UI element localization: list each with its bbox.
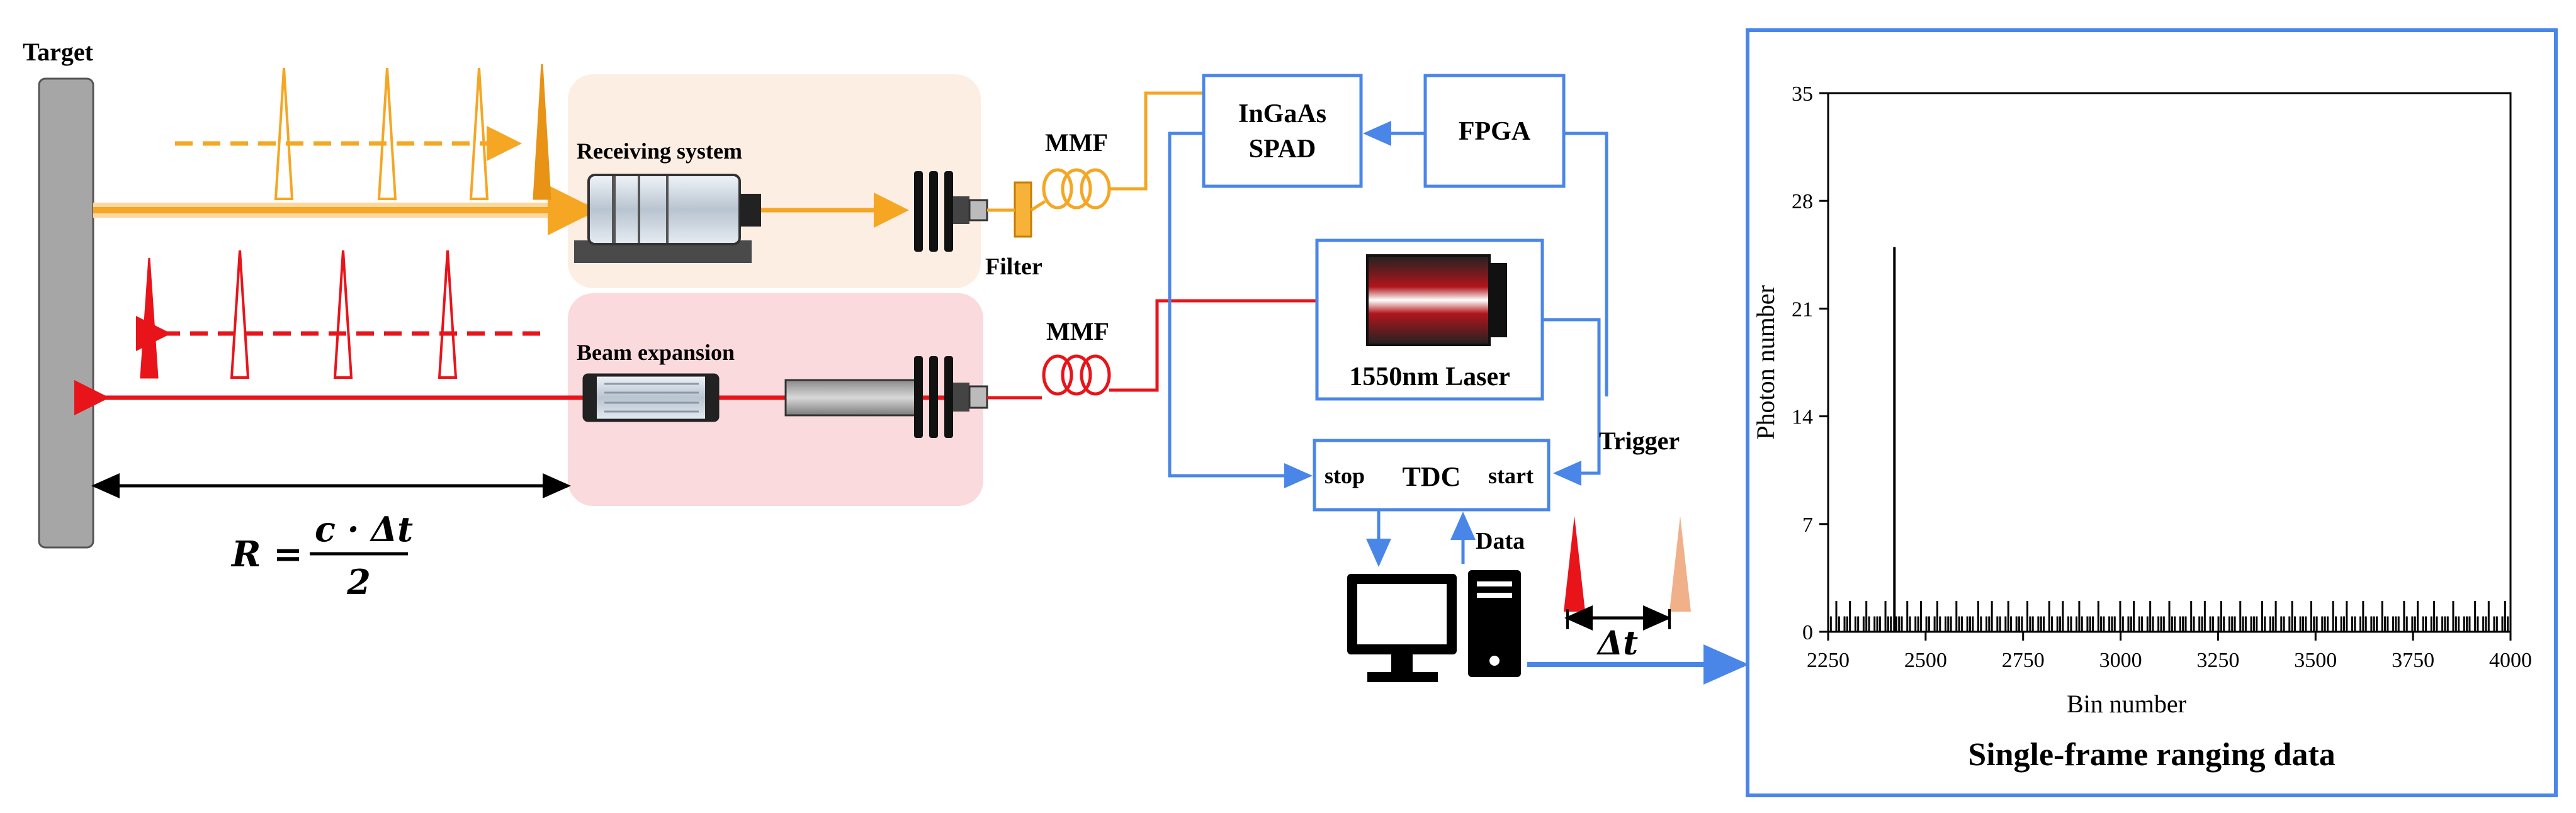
x-tick-label: 3000 bbox=[2099, 649, 2142, 672]
collimator-top bbox=[914, 171, 988, 252]
laser-module bbox=[1366, 254, 1507, 346]
collimator-bottom bbox=[914, 356, 988, 438]
delta-t-pulses: Δt bbox=[1564, 516, 1691, 663]
fpga-label: FPGA bbox=[1459, 117, 1531, 146]
chart-title: Single-frame ranging data bbox=[1968, 737, 2336, 773]
formula-lhs: R = bbox=[230, 534, 303, 575]
filter-label: Filter bbox=[985, 254, 1042, 280]
lens-barrel bbox=[587, 174, 741, 245]
mmf-bottom-label: MMF bbox=[1046, 317, 1109, 345]
range-formula: R = c · Δt 2 bbox=[230, 509, 413, 602]
beam-expansion-label: Beam expansion bbox=[577, 340, 735, 365]
lens-cap bbox=[740, 194, 761, 227]
data-label: Data bbox=[1476, 528, 1525, 554]
tdc-box bbox=[1313, 439, 1551, 512]
orange-pulses bbox=[175, 64, 551, 200]
red-pulses bbox=[136, 250, 540, 379]
laser-trigger-link bbox=[1542, 318, 1601, 486]
spad-label-line1: InGaAs bbox=[1238, 99, 1326, 128]
target-label: Target bbox=[23, 38, 94, 66]
target-plate bbox=[38, 77, 94, 549]
formula-denominator: 2 bbox=[346, 562, 371, 602]
x-tick-label: 3750 bbox=[2392, 649, 2434, 672]
ranging-chart: 2250 2500 2750 3000 3250 3500 3750 4000 0 7 14 21 28… bbox=[1792, 82, 2532, 672]
receiving-system-label: Receiving system bbox=[577, 138, 742, 164]
mmf-coil-bottom bbox=[987, 299, 1366, 400]
delta-t-label: Δt bbox=[1596, 624, 1638, 663]
formula-numerator: c · Δt bbox=[315, 509, 413, 549]
tdc-stop-label: stop bbox=[1325, 463, 1365, 488]
x-tick-label: 2250 bbox=[1807, 649, 1850, 672]
tdc-start-label: start bbox=[1488, 463, 1534, 488]
mmf-coil-top bbox=[1030, 91, 1204, 212]
chart-x-axis-label: Bin number bbox=[2067, 690, 2186, 718]
receiving-lens bbox=[574, 174, 761, 263]
fpga-trigger-link bbox=[1564, 132, 1608, 396]
x-tick-label: 3500 bbox=[2294, 649, 2337, 672]
filter bbox=[1014, 181, 1032, 238]
tdc-label: TDC bbox=[1403, 461, 1461, 492]
computer-icon bbox=[1347, 570, 1521, 682]
trigger-label: Trigger bbox=[1599, 427, 1680, 455]
x-tick-label: 4000 bbox=[2489, 649, 2532, 672]
chart-panel bbox=[1746, 28, 2558, 797]
y-tick-label: 7 bbox=[1802, 513, 1813, 537]
ingaas-spad-box bbox=[1202, 74, 1363, 188]
y-tick-label: 28 bbox=[1792, 190, 1813, 213]
fpga-box bbox=[1423, 74, 1566, 188]
y-tick-label: 35 bbox=[1792, 82, 1813, 106]
x-tick-label: 2500 bbox=[1904, 649, 1947, 672]
mmf-top-label: MMF bbox=[1045, 128, 1108, 157]
y-tick-label: 0 bbox=[1802, 621, 1813, 644]
x-tick-label: 2750 bbox=[2002, 649, 2045, 672]
spad-to-tdc-link bbox=[1168, 132, 1313, 488]
laser-label: 1550nm Laser bbox=[1349, 362, 1510, 391]
beam-expander bbox=[582, 373, 920, 422]
y-tick-label: 14 bbox=[1792, 406, 1813, 429]
y-tick-label: 21 bbox=[1792, 298, 1813, 321]
target: Target bbox=[23, 38, 94, 549]
x-tick-label: 3250 bbox=[2196, 649, 2239, 672]
chart-y-axis-label: Photon number bbox=[1751, 285, 1780, 440]
spad-label-line2: SPAD bbox=[1249, 135, 1316, 164]
